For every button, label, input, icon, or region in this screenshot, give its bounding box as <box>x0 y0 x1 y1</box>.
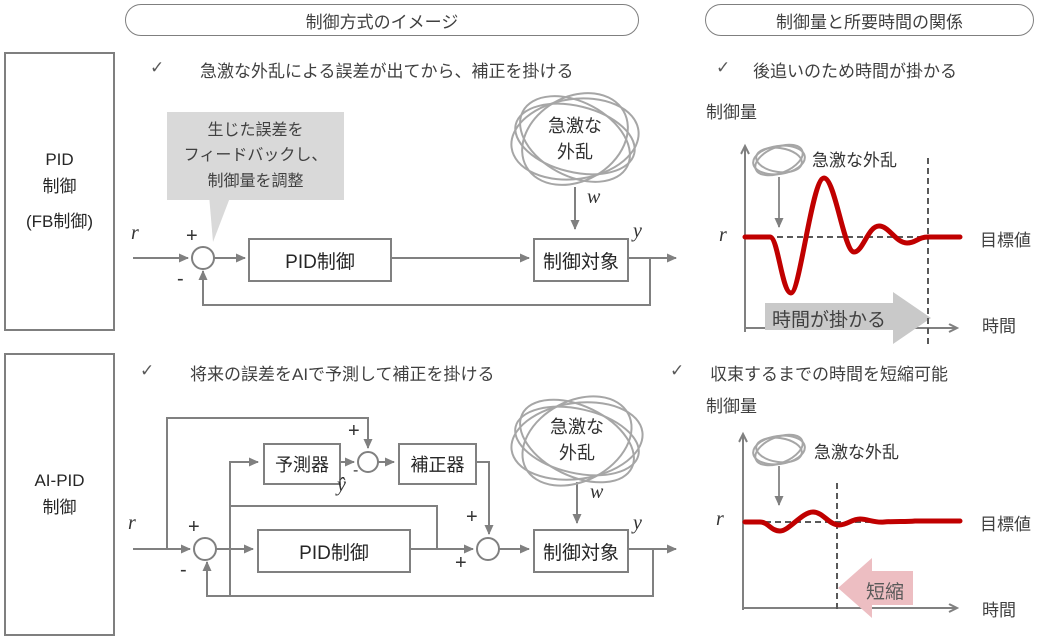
aipid-controller-block: PID制御 <box>257 529 411 573</box>
pid-method-check-text: 急激な外乱による誤差が出てから、補正を掛ける <box>200 62 574 81</box>
aipid-side-label-box: AI-PID 制御 <box>4 353 115 636</box>
pid-cloud-label-line2: 外乱 <box>557 142 593 163</box>
corrector-plus-sign: + <box>466 506 478 528</box>
check-icon: ✓ <box>140 361 155 380</box>
corrector-block: 補正器 <box>398 443 477 485</box>
predictor-block: 予測器 <box>263 443 341 485</box>
pid-disturbance-cloud <box>510 92 640 186</box>
aipid-side-label-line1: AI-PID <box>34 471 85 491</box>
error-minus-sign: - <box>353 462 359 479</box>
aipid-add-junction <box>476 537 500 561</box>
aipid-feedback-loop <box>202 549 654 597</box>
pid-chart-ref-label: r <box>719 224 727 246</box>
check-icon: ✓ <box>716 58 731 77</box>
aipid-disturbance-cloud <box>510 395 644 487</box>
pid-side-label-line1: PID <box>45 150 74 170</box>
speech-bubble-tail <box>209 195 231 242</box>
aipid-plus-sign: + <box>188 516 200 538</box>
check-icon: ✓ <box>670 361 685 380</box>
pid-chart-y-axis-label: 制御量 <box>706 103 757 122</box>
pid-disturbance-w-label: w <box>587 186 601 208</box>
speech-bubble: 生じた誤差を フィードバックし、 制御量を調整 <box>167 112 344 200</box>
aipid-chart-target-label: 目標値 <box>980 515 1031 534</box>
pid-minus-sign: - <box>177 268 184 290</box>
pid-cloud-label-line1: 急激な <box>548 116 602 136</box>
shortened-arrow <box>838 558 913 618</box>
aipid-method-check-text: 将来の誤差をAIで予測して補正を掛ける <box>190 365 495 384</box>
aipid-cloud-label-line2: 外乱 <box>559 443 595 464</box>
aipid-disturbance-w-label: w <box>590 481 604 503</box>
relation-header-pill: 制御量と所要時間の関係 <box>705 4 1034 36</box>
pid-response-curve <box>742 175 963 296</box>
aipid-cloud-label-line1: 急激な <box>550 417 604 437</box>
yhat-label: ŷ <box>337 474 346 496</box>
shortened-note: 短縮 <box>865 582 904 603</box>
aipid-relation-check-text: 収束するまでの時間を短縮可能 <box>710 365 948 384</box>
pid-cloud-label: 急激な 外乱 <box>520 113 630 165</box>
predictor-input-line <box>229 457 259 596</box>
aipid-output-label: y <box>633 512 642 534</box>
speech-bubble-line2: フィードバックし、 <box>183 147 328 165</box>
aipid-chart-ref-label: r <box>716 508 724 530</box>
aipid-input-label: r <box>128 512 136 534</box>
aipid-chart-y-axis-label: 制御量 <box>706 397 757 416</box>
aipid-minus-sign: - <box>180 559 187 581</box>
pid-diagram-wiring <box>133 187 677 306</box>
aipid-chart-disturbance-label: 急激な外乱 <box>814 443 899 462</box>
speech-bubble-line3: 制御量を調整 <box>207 172 304 190</box>
error-plus-sign: + <box>348 420 360 442</box>
pid-side-label-line3: (FB制御) <box>25 212 94 232</box>
pid-chart <box>742 143 963 347</box>
aipid-sum-junction <box>193 537 217 561</box>
aipid-cloud-label: 急激な 外乱 <box>522 414 632 466</box>
pid-plant-block: 制御対象 <box>533 238 629 282</box>
pid-input-label: r <box>131 222 139 244</box>
aipid-plant-block: 制御対象 <box>533 529 629 573</box>
aipid-chart <box>742 429 963 618</box>
pid-chart-x-axis-label: 時間 <box>982 317 1016 336</box>
relation-header-label: 制御量と所要時間の関係 <box>776 12 963 32</box>
aipid-error-junction <box>357 451 379 473</box>
aipid-response-curve <box>742 509 963 534</box>
pid-side-label-line2: 制御 <box>42 176 77 196</box>
aipid-diagram-wiring <box>133 417 677 597</box>
pid-relation-check-text: 後追いのため時間が掛かる <box>753 62 957 81</box>
corrector-output-line <box>473 461 494 535</box>
takes-time-arrow <box>765 292 931 344</box>
pid-chart-disturbance-label: 急激な外乱 <box>812 151 897 170</box>
aipid-chart-disturbance-icon <box>752 433 806 467</box>
pid-feedback-loop <box>198 258 651 306</box>
speech-bubble-line1: 生じた誤差を <box>207 121 304 139</box>
aipid-side-label-line2: 制御 <box>42 497 77 517</box>
method-header-label: 制御方式のイメージ <box>305 12 459 32</box>
check-icon: ✓ <box>150 58 165 77</box>
pid-output-label: y <box>633 220 642 242</box>
pid-side-label-box: PID 制御 (FB制御) <box>4 52 115 331</box>
pid-controller-block: PID制御 <box>248 238 392 282</box>
aipid-chart-x-axis-label: 時間 <box>982 601 1016 620</box>
aipid-reference-rail <box>166 417 373 549</box>
pid-chart-disturbance-icon <box>752 143 806 177</box>
pid-chart-target-label: 目標値 <box>980 231 1031 250</box>
pidout-plus-sign: + <box>455 552 467 574</box>
pid-plus-sign: + <box>186 225 198 247</box>
takes-time-note: 時間が掛かる <box>771 310 886 331</box>
pid-sum-junction <box>191 246 215 270</box>
method-header-pill: 制御方式のイメージ <box>125 4 639 36</box>
aipid-middle-rail <box>230 505 438 549</box>
